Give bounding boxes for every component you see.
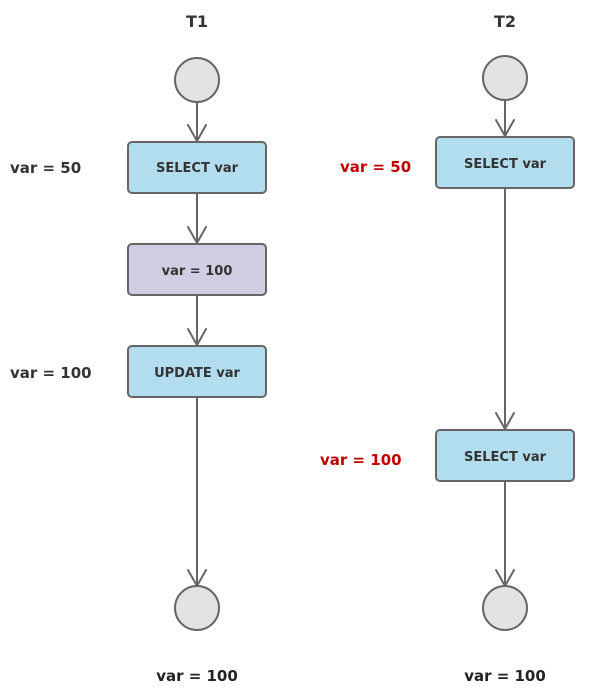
t2-start-node bbox=[482, 55, 528, 101]
t1-note-after-select: var = 50 bbox=[10, 159, 81, 177]
t1-lane: SELECT var var = 100 UPDATE var var = 50… bbox=[10, 57, 267, 685]
t2-note-second-read: var = 100 bbox=[320, 451, 402, 469]
t1-end-node bbox=[174, 585, 220, 631]
t2-end-node bbox=[482, 585, 528, 631]
t1-title: T1 bbox=[186, 12, 208, 31]
t1-start-node bbox=[174, 57, 220, 103]
t2-second-select-label: SELECT var bbox=[464, 450, 547, 465]
t2-lane: SELECT var SELECT var var = 50 var = 100… bbox=[320, 55, 575, 685]
t2-title: T2 bbox=[494, 12, 516, 31]
t1-select-label: SELECT var bbox=[156, 161, 239, 176]
t2-first-select-label: SELECT var bbox=[464, 157, 547, 172]
t1-update-label: UPDATE var bbox=[154, 366, 240, 381]
t2-final-value: var = 100 bbox=[464, 667, 546, 685]
t1-final-value: var = 100 bbox=[156, 667, 238, 685]
t1-assign-label: var = 100 bbox=[162, 264, 233, 279]
t1-note-after-update: var = 100 bbox=[10, 364, 92, 382]
t2-note-first-read: var = 50 bbox=[340, 158, 411, 176]
